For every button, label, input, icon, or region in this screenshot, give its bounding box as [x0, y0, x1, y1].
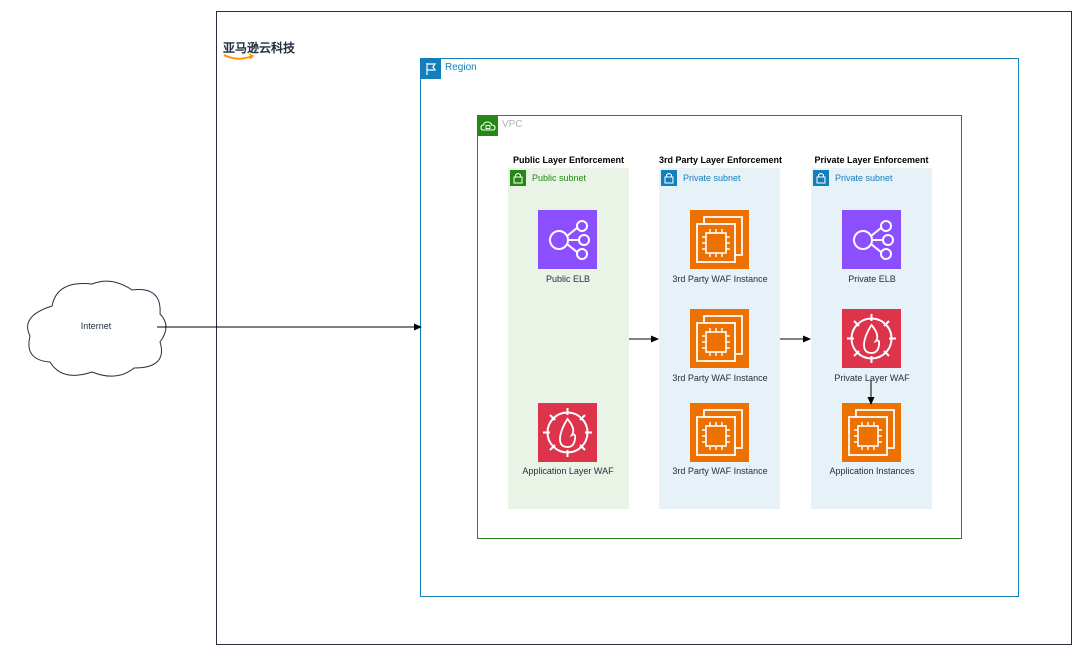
- vpc-group: [477, 115, 962, 539]
- region-flag-icon: [421, 59, 441, 79]
- waf-instance-label-2: 3rd Party WAF Instance: [672, 373, 768, 383]
- load-balancer-icon: [842, 210, 901, 269]
- ec2-instance-icon: [842, 403, 901, 462]
- vpc-label: VPC: [502, 119, 523, 130]
- private-elb-label: Private ELB: [848, 274, 896, 284]
- public-elb-label: Public ELB: [545, 274, 591, 284]
- waf-instance-label-3: 3rd Party WAF Instance: [672, 466, 768, 476]
- column-title-public: Public Layer Enforcement: [512, 155, 625, 165]
- app-layer-waf-label: Application Layer WAF: [522, 466, 614, 476]
- ec2-instance-icon: [690, 403, 749, 462]
- vpc-cloud-icon: [478, 116, 498, 136]
- cloud-icon: [27, 280, 167, 377]
- waf-firewall-icon: [842, 309, 901, 368]
- waf-instance-label-1: 3rd Party WAF Instance: [672, 274, 768, 284]
- subnet-label-public: Public subnet: [532, 173, 587, 183]
- aws-logo-text: 亚马逊云科技: [223, 41, 296, 55]
- waf-firewall-icon: [538, 403, 597, 462]
- ec2-instance-icon: [690, 210, 749, 269]
- column-title-third-party: 3rd Party Layer Enforcement: [659, 155, 783, 165]
- lock-icon: [661, 170, 677, 186]
- app-instances-label: Application Instances: [829, 466, 915, 476]
- region-label: Region: [445, 62, 477, 73]
- lock-icon: [510, 170, 526, 186]
- subnet-label-third-party: Private subnet: [683, 173, 741, 183]
- load-balancer-icon: [538, 210, 597, 269]
- ec2-instance-icon: [690, 309, 749, 368]
- lock-icon: [813, 170, 829, 186]
- subnet-label-private: Private subnet: [835, 173, 893, 183]
- private-layer-waf-label: Private Layer WAF: [834, 373, 910, 383]
- internet-label: Internet: [80, 321, 112, 331]
- aws-cloud-frame: [216, 11, 1072, 645]
- aws-smile-icon: [223, 53, 255, 60]
- column-title-private: Private Layer Enforcement: [814, 155, 929, 165]
